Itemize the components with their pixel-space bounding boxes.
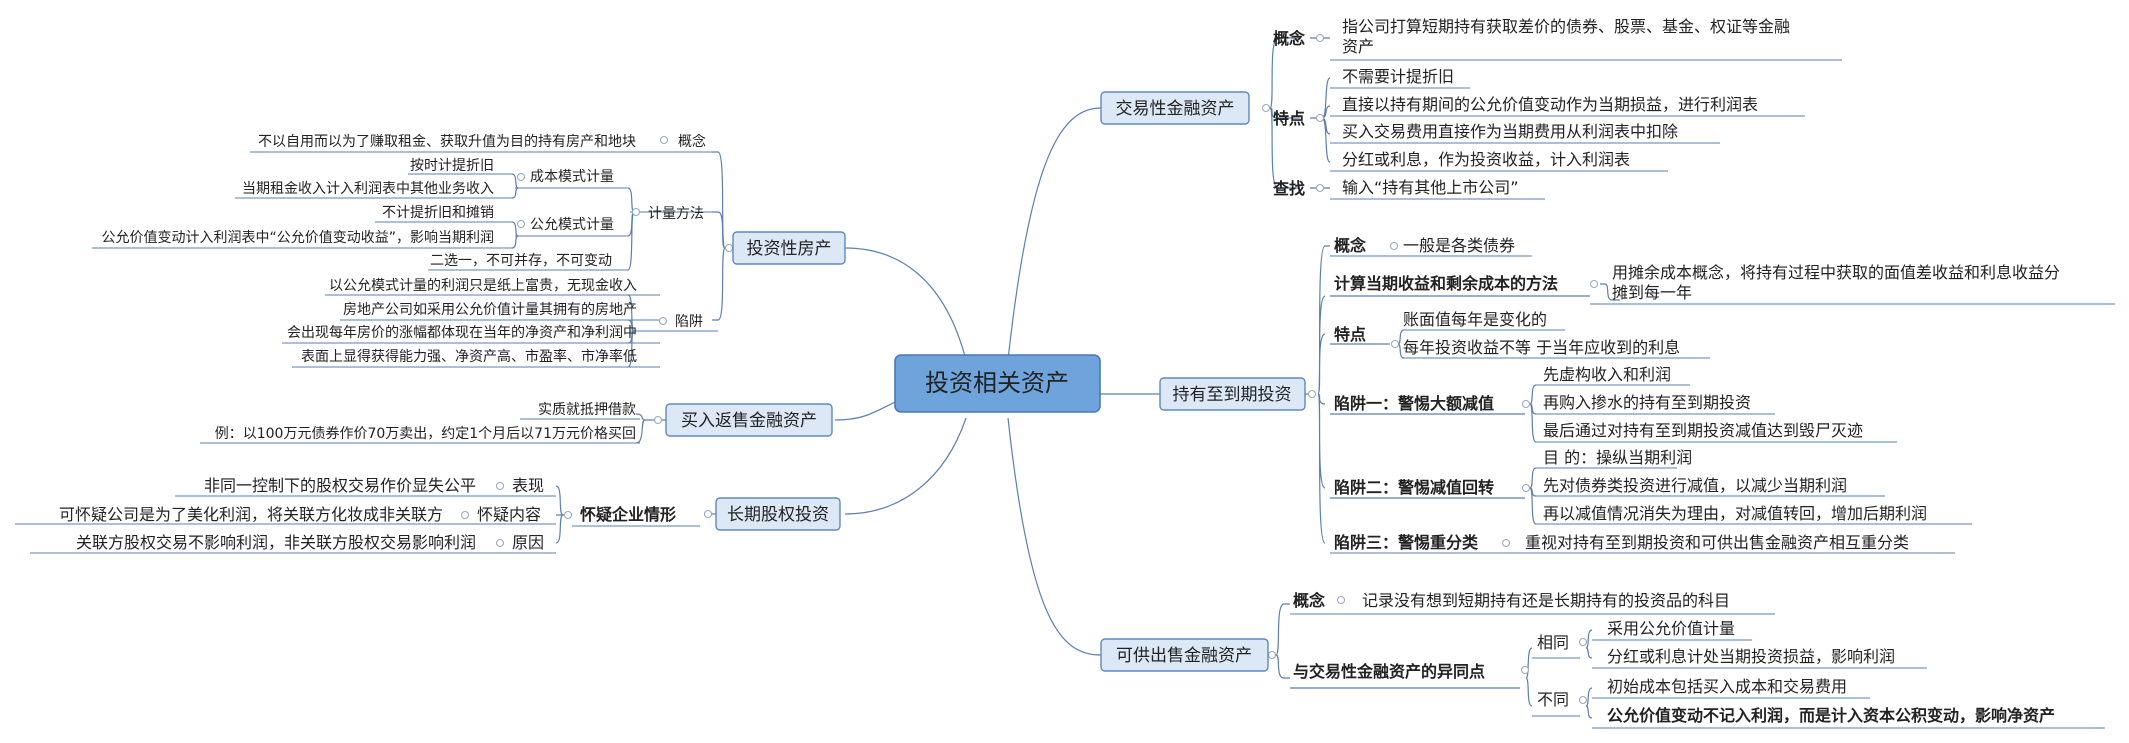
resale-node[interactable]: 买入返售金融资产: [665, 403, 833, 437]
afs-differ-item: 初始成本包括买入成本和交易费用: [1607, 677, 1847, 696]
property-cost-label: 成本模式计量: [530, 169, 614, 185]
trading-branch: 交易性金融资产 概念 指公司打算短期持有获取差价的债券、股票、基金、权证等金融 …: [1100, 17, 1842, 200]
htm-title: 持有至到期投资: [1173, 385, 1292, 405]
htm-feature: 账面值每年是变化的: [1403, 310, 1547, 329]
trading-concept-text-2: 资产: [1342, 37, 1374, 56]
property-node[interactable]: 投资性房产: [732, 231, 846, 265]
trading-feature: 直接以持有期间的公允价值变动作为当期损益，进行利润表: [1342, 95, 1758, 114]
afs-same-label: 相同: [1537, 633, 1569, 652]
center-node[interactable]: 投资相关资产: [894, 354, 1101, 413]
htm-branch: 持有至到期投资 概念 一般是各类债券 计算当期收益和剩余成本的方法 用摊余成本概…: [1159, 236, 2115, 554]
property-branch: 投资性房产 概念 不以自用而以为了赚取租金、获取升值为目的持有房产和地块 计量方…: [92, 133, 846, 368]
resale-item: 实质就抵押借款: [538, 402, 636, 418]
property-fair-label: 公允模式计量: [530, 217, 614, 233]
center-connectors: [834, 107, 1160, 656]
afs-title: 可供出售金融资产: [1116, 646, 1252, 666]
property-concept-label: 概念: [678, 133, 706, 150]
property-trap-item: 表面上显得获得能力强、净资产高、市盈率、市净率低: [301, 348, 637, 365]
htm-trap3-text: 重视对持有至到期投资和可供出售金融资产相互重分类: [1525, 533, 1909, 552]
trading-concept-label: 概念: [1273, 29, 1306, 48]
equity-node[interactable]: 长期股权投资: [715, 497, 841, 531]
trading-title: 交易性金融资产: [1116, 99, 1235, 119]
trading-feature: 不需要计提折旧: [1342, 67, 1454, 86]
htm-trap1-item: 再购入掺水的持有至到期投资: [1543, 393, 1751, 412]
htm-calc-text: 用摊余成本概念，将持有过程中获取的面值差收益和利息收益分: [1612, 263, 2060, 282]
resale-title: 买入返售金融资产: [681, 411, 817, 431]
afs-same-item: 采用公允价值计量: [1607, 619, 1735, 638]
equity-show-text: 非同一控制下的股权交易作价显失公平: [204, 476, 476, 495]
resale-branch: 买入返售金融资产 实质就抵押借款 例：以100万元债券作价70万卖出，约定1个月…: [200, 402, 833, 444]
htm-trap2-item: 先对债券类投资进行减值，以减少当期利润: [1543, 476, 1847, 495]
trading-feature: 买入交易费用直接作为当期费用从利润表中扣除: [1342, 122, 1678, 141]
trading-features-label: 特点: [1273, 109, 1305, 128]
equity-show-label: 表现: [512, 476, 544, 495]
trading-node[interactable]: 交易性金融资产: [1100, 91, 1250, 125]
equity-title: 长期股权投资: [727, 505, 829, 525]
center-title: 投资相关资产: [925, 369, 1069, 397]
equity-reason-text: 关联方股权交易不影响利润，非关联方股权交易影响利润: [76, 533, 476, 552]
property-cost-item: 按时计提折旧: [410, 158, 494, 174]
trading-concept-text: 指公司打算短期持有获取差价的债券、股票、基金、权证等金融: [1342, 17, 1790, 36]
htm-trap2-item: 再以减值情况消失为理由，对减值转回，增加后期利润: [1543, 504, 1927, 523]
htm-trap1-label: 陷阱一：警惕大额减值: [1334, 394, 1494, 413]
afs-diff-label: 与交易性金融资产的异同点: [1293, 662, 1485, 681]
trading-feature: 分红或利息，作为投资收益，计入利润表: [1342, 150, 1630, 169]
equity-reason-label: 原因: [512, 533, 544, 552]
htm-node[interactable]: 持有至到期投资: [1159, 377, 1306, 411]
htm-concept-label: 概念: [1334, 236, 1367, 255]
equity-doubt-label: 怀疑内容: [477, 505, 541, 524]
property-measure-label: 计量方法: [648, 206, 704, 222]
property-title: 投资性房产: [747, 239, 832, 259]
htm-calc-text-2: 摊到每一年: [1612, 283, 1692, 302]
htm-trap2-label: 陷阱二：警惕减值回转: [1334, 478, 1494, 497]
equity-branch: 长期股权投资 怀疑企业情形 表现 非同一控制下的股权交易作价显失公平 怀疑内容 …: [15, 476, 841, 554]
property-trap-item: 房地产公司如采用公允价值计量其拥有的房地产: [343, 302, 637, 318]
afs-branch: 可供出售金融资产 概念 记录没有想到短期持有还是长期持有的投资品的科目 与交易性…: [1100, 591, 2105, 729]
property-cost-item: 当期租金收入计入利润表中其他业务收入: [242, 181, 494, 197]
property-trap-item: 以公允模式计量的利润只是纸上富贵，无现金收入: [329, 277, 637, 294]
htm-calc-label: 计算当期收益和剩余成本的方法: [1334, 274, 1558, 293]
property-concept-text: 不以自用而以为了赚取租金、获取升值为目的持有房产和地块: [258, 134, 636, 150]
property-trap-item: 会出现每年房价的涨幅都体现在当年的净资产和净利润中: [287, 325, 637, 341]
afs-concept-text: 记录没有想到短期持有还是长期持有的投资品的科目: [1362, 591, 1730, 610]
property-choose-text: 二选一，不可并存，不可变动: [430, 253, 612, 269]
afs-node[interactable]: 可供出售金融资产: [1100, 638, 1269, 672]
trading-lookup-text: 输入“持有其他上市公司”: [1342, 178, 1519, 197]
htm-trap3-label: 陷阱三：警惕重分类: [1334, 533, 1479, 552]
htm-trap2-item: 目 的：操纵当期利润: [1543, 448, 1692, 467]
afs-differ-label: 不同: [1537, 690, 1569, 709]
htm-features-label: 特点: [1334, 325, 1366, 344]
property-fair-item: 公允价值变动计入利润表中“公允价值变动收益”，影响当期利润: [101, 230, 494, 246]
equity-suspect-label: 怀疑企业情形: [580, 505, 676, 524]
htm-feature: 每年投资收益不等 于当年应收到的利息: [1403, 338, 1680, 357]
afs-concept-label: 概念: [1293, 591, 1326, 610]
property-trap-label: 陷阱: [675, 314, 703, 330]
equity-doubt-text: 可怀疑公司是为了美化利润，将关联方化妆成非关联方: [59, 505, 443, 524]
afs-same-item: 分红或利息计处当期投资损益，影响利润: [1607, 647, 1895, 666]
trading-lookup-label: 查找: [1273, 179, 1305, 198]
htm-trap1-item: 先虚构收入和利润: [1543, 365, 1671, 384]
htm-concept-text: 一般是各类债券: [1403, 236, 1515, 255]
htm-trap1-item: 最后通过对持有至到期投资减值达到毁尸灭迹: [1543, 421, 1863, 440]
afs-differ-item: 公允价值变动不记入利润，而是计入资本公积变动，影响净资产: [1607, 706, 2055, 725]
resale-item: 例：以100万元债券作价70万卖出，约定1个月后以71万元价格买回: [215, 426, 636, 442]
property-fair-item: 不计提折旧和摊销: [382, 205, 494, 221]
